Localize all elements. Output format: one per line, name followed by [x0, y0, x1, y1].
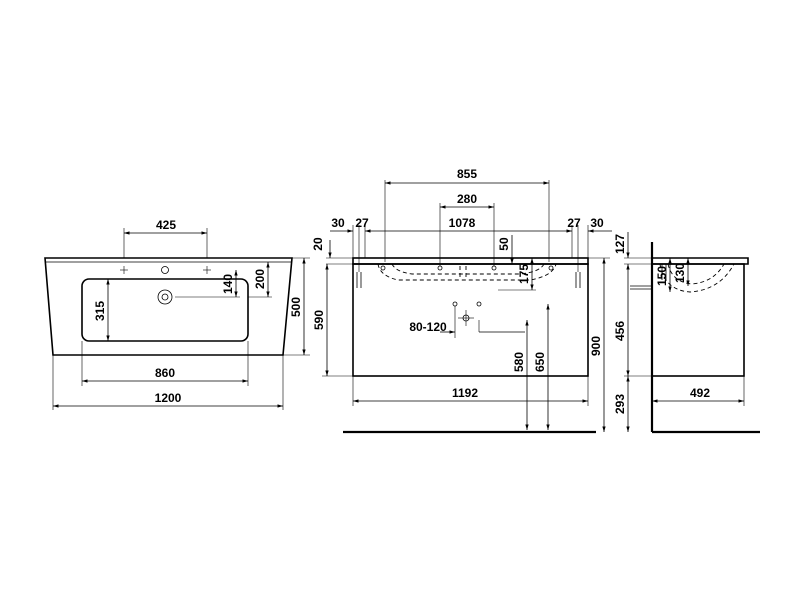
- side-cabinet: [651, 263, 745, 377]
- front-view: 855 280 30 27 1078 27 30 20 50 175: [311, 167, 612, 434]
- dim-cabinet-height: 590: [312, 310, 326, 330]
- dim-overall-height: 900: [589, 336, 603, 356]
- dim-top-height: 127: [613, 234, 627, 254]
- dim-bowl-depth-150: 150: [655, 266, 669, 286]
- tap-holes: [120, 266, 211, 274]
- dim-side-cabinet-height: 456: [613, 321, 627, 341]
- dim-bowl-width: 860: [155, 366, 175, 380]
- dim-drain-height-650: 650: [533, 352, 547, 372]
- dim-inner-span: 280: [457, 192, 477, 206]
- dim-bowl-depth-130: 130: [673, 263, 687, 283]
- bowl-outline: [81, 278, 249, 342]
- dim-bowl-depth-front: 175: [517, 264, 531, 284]
- dim-margin-right-27: 27: [567, 216, 581, 230]
- dim-margin-right-30: 30: [590, 216, 604, 230]
- dim-cabinet-depth: 492: [690, 386, 710, 400]
- top-view: 425 500 200 140 315 860 1200: [44, 218, 310, 410]
- front-cabinet: [352, 263, 589, 377]
- front-bowl-hidden: [377, 263, 557, 281]
- dim-tap-offset: 200: [253, 269, 267, 289]
- dim-floor-clearance: 293: [613, 394, 627, 414]
- dim-depth-total: 500: [289, 297, 303, 317]
- dim-cabinet-width: 1192: [452, 386, 478, 400]
- side-top-slab: [651, 257, 749, 265]
- dim-drain-height-580: 580: [512, 352, 526, 372]
- dim-drain-range: 80-120: [409, 320, 447, 334]
- side-view: 127 150 130 456 293 492: [613, 232, 760, 434]
- side-fixing: [630, 264, 667, 290]
- side-bowl-hidden: [659, 263, 735, 293]
- dim-margin-left-30: 30: [331, 216, 345, 230]
- dim-tap-spacing: 425: [156, 218, 176, 232]
- dim-bowl-depth: 315: [93, 301, 107, 321]
- front-fixings: [356, 265, 581, 288]
- dim-overall-width: 1200: [155, 391, 182, 405]
- dim-bowl-drop: 50: [497, 237, 511, 251]
- dim-top-thickness: 20: [311, 237, 325, 251]
- front-top-slab: [352, 257, 589, 265]
- dim-outer-span: 855: [457, 167, 477, 181]
- dim-margin-left-27: 27: [355, 216, 369, 230]
- drain-symbol: [157, 289, 173, 305]
- dim-center-span: 1078: [449, 216, 476, 230]
- front-drain-connection: [452, 301, 482, 326]
- dim-tap-to-bowl: 140: [221, 274, 235, 294]
